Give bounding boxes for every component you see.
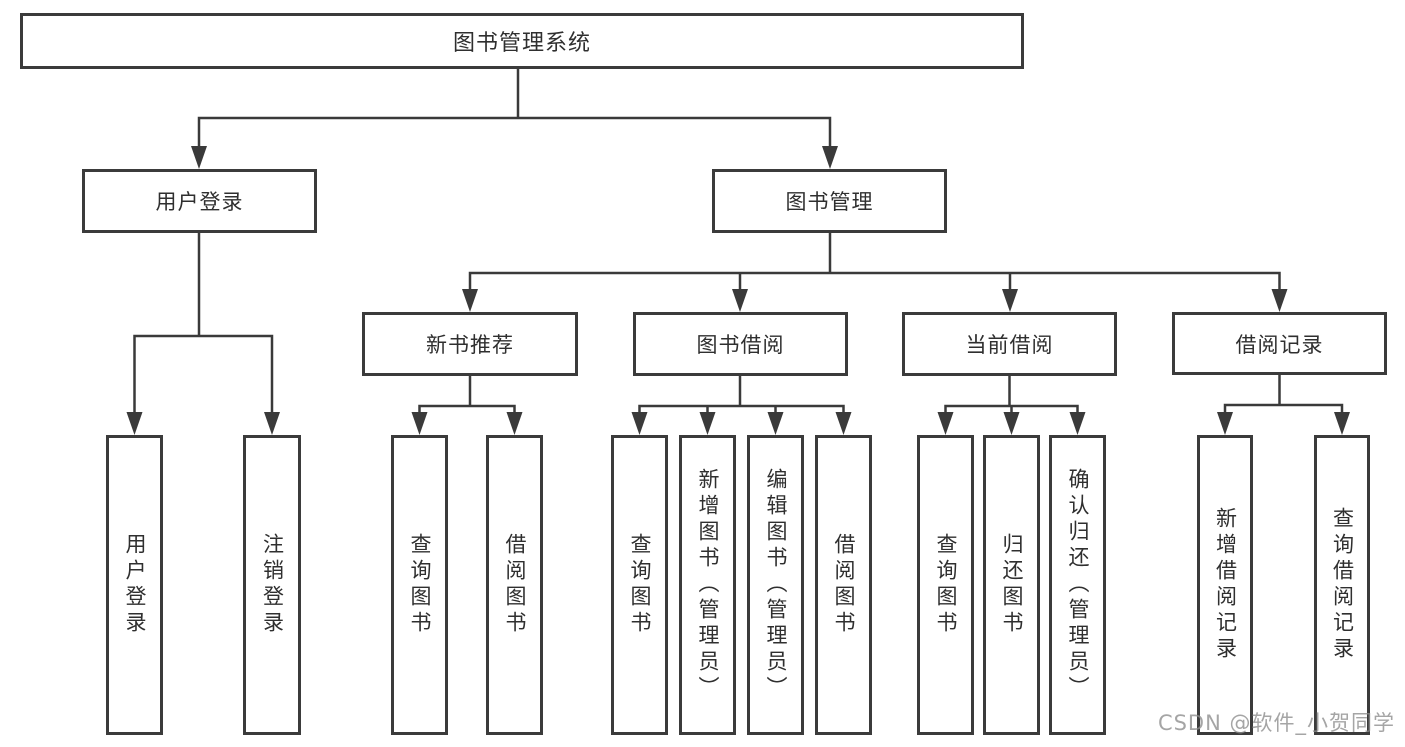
- node-current-borrow: 当前借阅: [902, 312, 1117, 376]
- node-label: 新增借阅记录: [1213, 507, 1238, 663]
- node-system-root: 图书管理系统: [20, 13, 1024, 69]
- node-label: 查询图书: [408, 533, 432, 637]
- node-label: 当前借阅: [965, 333, 1054, 357]
- node-label: 图书管理: [785, 190, 874, 214]
- node-label: 查询图书: [934, 533, 958, 637]
- leaf-logout: 注销登录: [243, 435, 301, 735]
- node-label: 新增图书（管理员）: [696, 468, 720, 702]
- node-label: 注销登录: [260, 533, 285, 637]
- node-user-login: 用户登录: [82, 169, 317, 233]
- leaf-confirm-return-admin: 确认归还（管理员）: [1049, 435, 1106, 735]
- node-label: 用户登录: [123, 533, 147, 637]
- node-borrow-records: 借阅记录: [1172, 312, 1387, 375]
- node-label: 编辑图书（管理员）: [764, 468, 788, 702]
- node-label: 查询借阅记录: [1330, 507, 1355, 663]
- leaf-return-books: 归还图书: [983, 435, 1040, 735]
- leaf-query-books-3: 查询图书: [917, 435, 974, 735]
- node-label: 借阅图书: [832, 533, 856, 637]
- leaf-edit-book-admin: 编辑图书（管理员）: [747, 435, 804, 735]
- node-label: 查询图书: [628, 533, 652, 637]
- node-label: 用户登录: [155, 190, 244, 214]
- leaf-query-books-1: 查询图书: [391, 435, 448, 735]
- node-label: 图书借阅: [696, 333, 785, 357]
- leaf-add-borrow-record: 新增借阅记录: [1197, 435, 1253, 735]
- leaf-user-login: 用户登录: [106, 435, 163, 735]
- node-book-borrow: 图书借阅: [633, 312, 848, 376]
- node-label: 确认归还（管理员）: [1066, 468, 1090, 702]
- node-label: 新书推荐: [426, 333, 514, 357]
- csdn-watermark: CSDN @软件_小贺同学: [1157, 711, 1395, 735]
- leaf-borrow-books-2: 借阅图书: [815, 435, 872, 735]
- node-new-book-recommend: 新书推荐: [362, 312, 578, 376]
- node-label: 图书管理系统: [452, 31, 591, 56]
- node-label: 借阅图书: [503, 533, 527, 637]
- leaf-add-book-admin: 新增图书（管理员）: [679, 435, 736, 735]
- leaf-query-borrow-record: 查询借阅记录: [1314, 435, 1370, 735]
- leaf-borrow-books-1: 借阅图书: [486, 435, 543, 735]
- node-label: 借阅记录: [1235, 332, 1324, 357]
- node-label: 归还图书: [1000, 533, 1024, 637]
- leaf-query-books-2: 查询图书: [611, 435, 668, 735]
- node-book-management: 图书管理: [712, 169, 947, 233]
